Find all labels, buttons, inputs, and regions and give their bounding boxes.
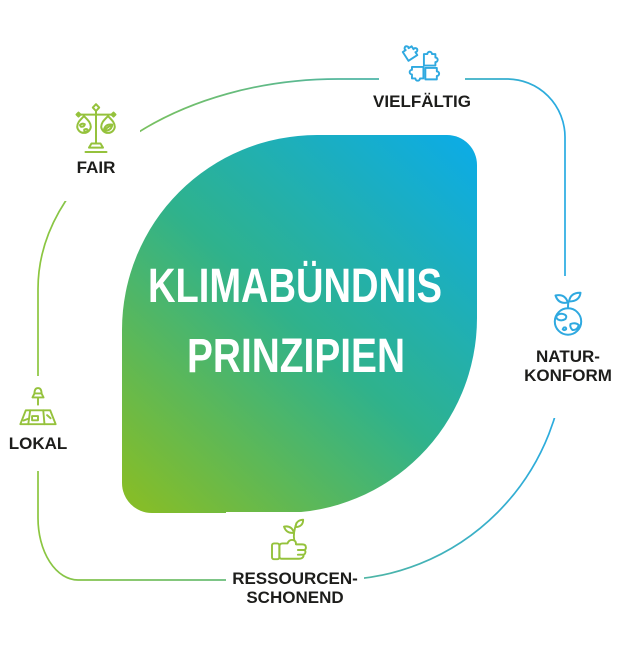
principle-ressourcen-schonend-label-line2: SCHONEND (246, 588, 344, 607)
map-pin-icon (19, 387, 57, 426)
principle-fair: FAIR (52, 92, 140, 201)
principle-natur-konform-label-line1: NATUR- (536, 347, 600, 366)
principle-natur-konform-label-line2: KONFORM (524, 366, 612, 385)
leaf-panel (122, 135, 477, 513)
principle-lokal: LOKAL (6, 376, 70, 471)
globe-sprout-icon (553, 291, 583, 336)
principle-vielfaeltig: VIELFÄLTIG (373, 36, 471, 130)
title-line-2: PRINZIPIEN (187, 330, 405, 383)
principle-lokal-label: LOKAL (8, 434, 68, 453)
principle-vielfaeltig-label: VIELFÄLTIG (373, 92, 471, 111)
title-line-1: KLIMABÜNDNIS (148, 260, 442, 313)
puzzle-pieces-icon (401, 45, 441, 82)
principle-fair-label: FAIR (76, 158, 116, 177)
balance-scale-icon (75, 103, 117, 153)
principle-ressourcen-schonend: RESSOURCEN- SCHONEND (226, 512, 364, 618)
principle-ressourcen-schonend-label-line1: RESSOURCEN- (232, 569, 358, 588)
principle-natur-konform: NATUR- KONFORM (518, 276, 618, 418)
hand-plant-icon (271, 518, 307, 561)
